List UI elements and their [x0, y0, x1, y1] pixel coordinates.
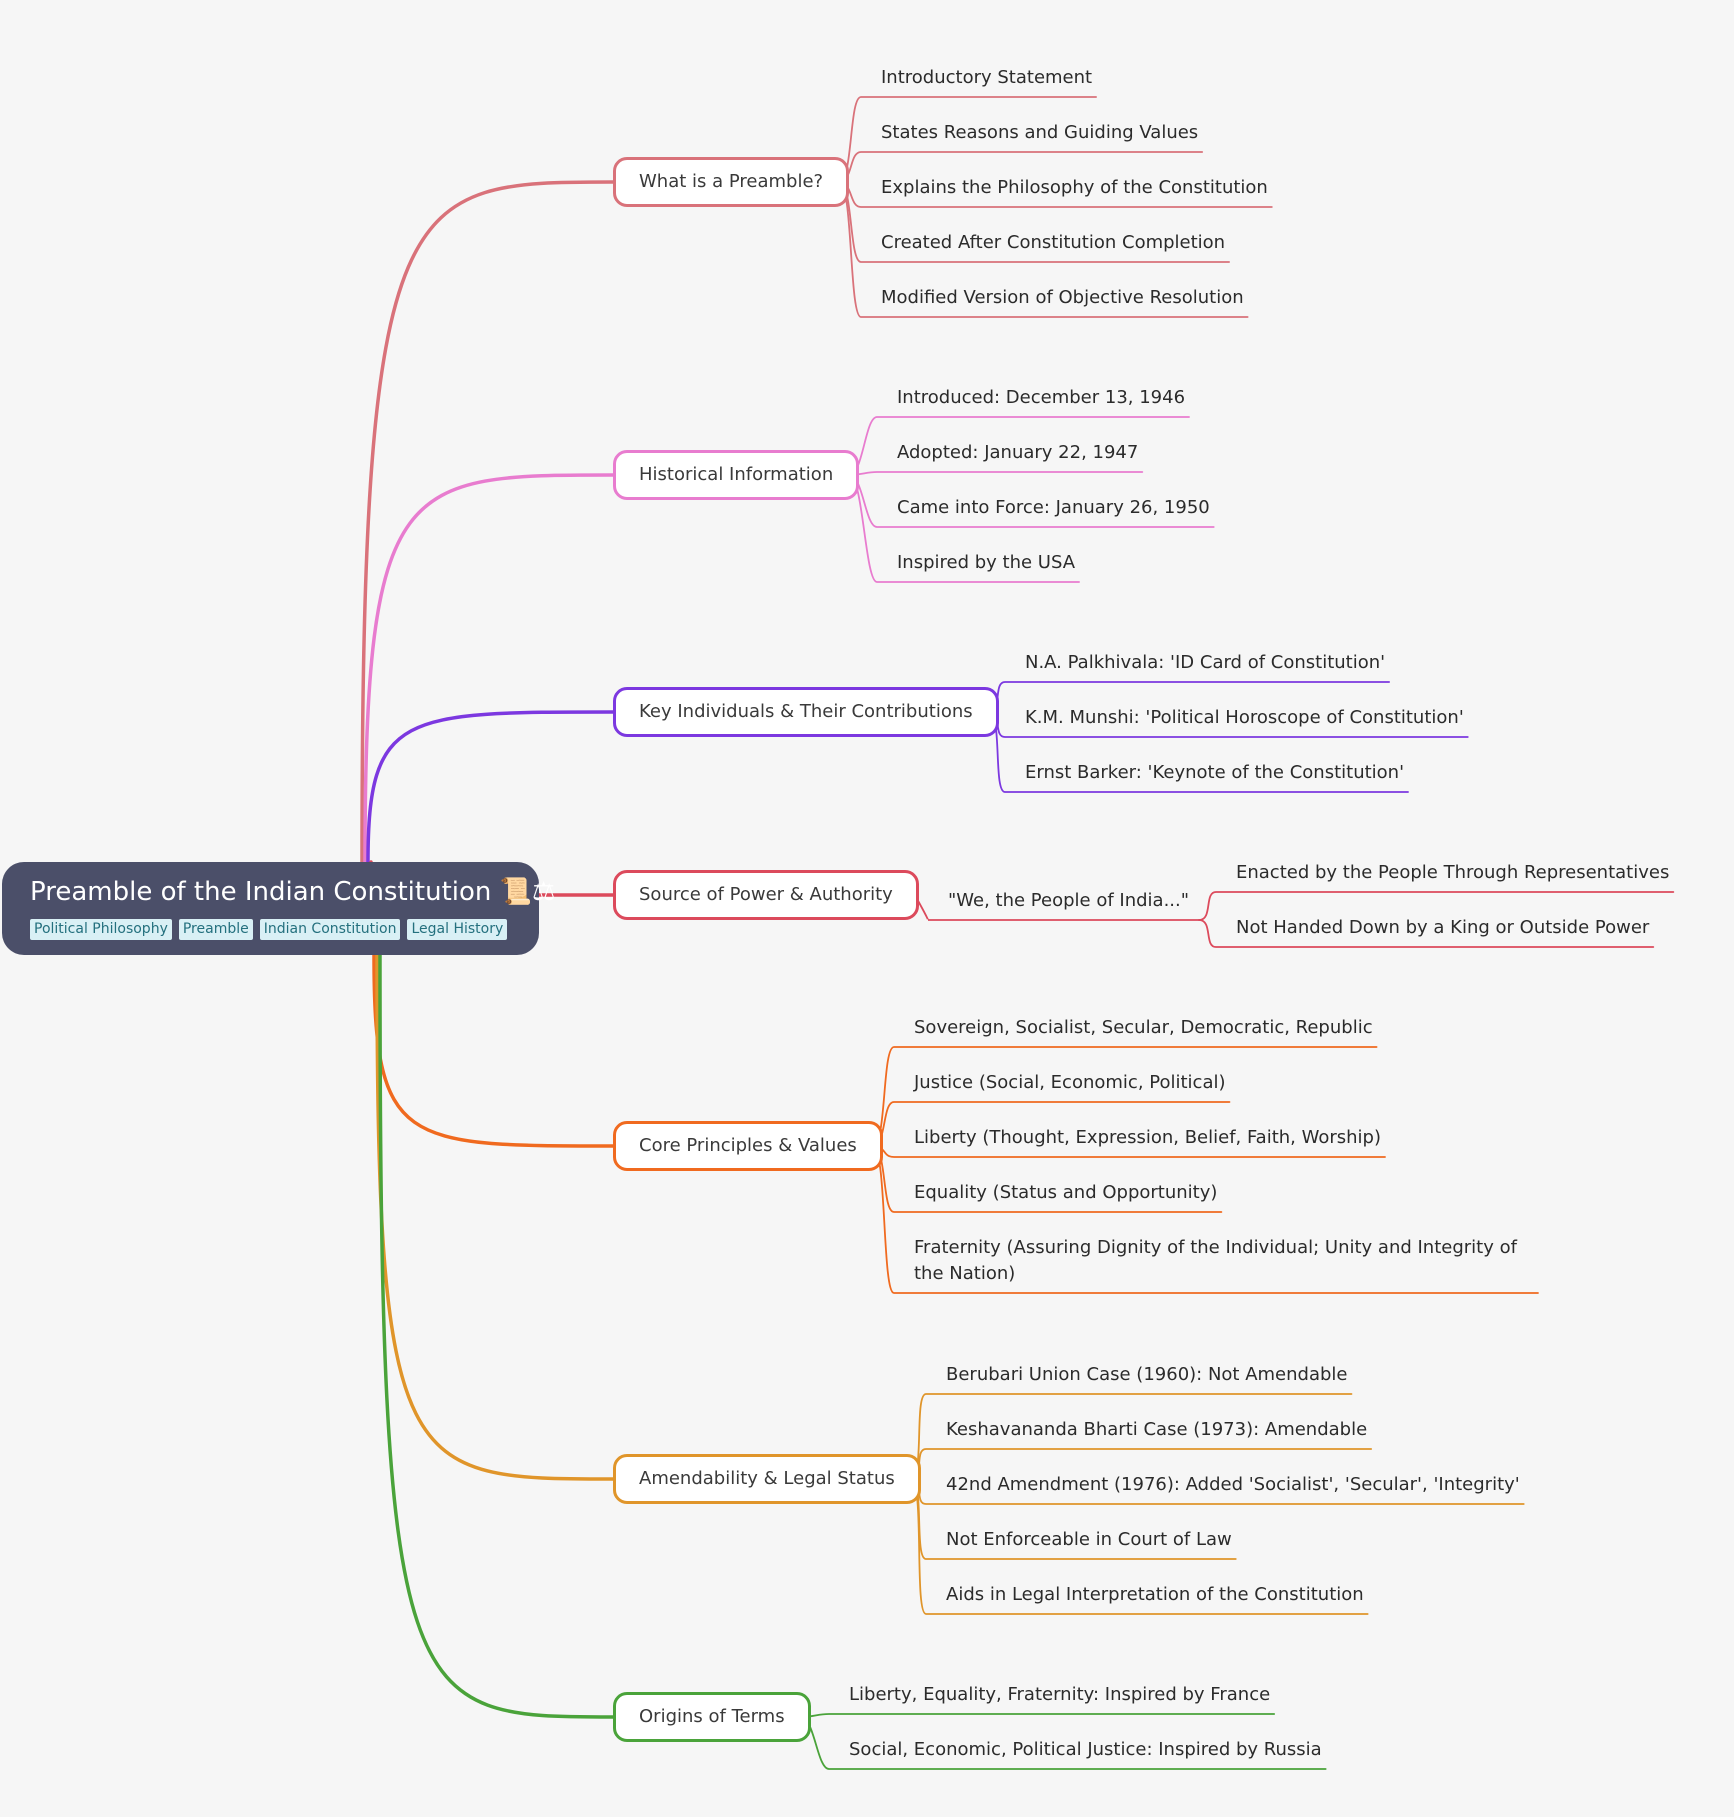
- leaf-palkhivala[interactable]: N.A. Palkhivala: 'ID Card of Constitutio…: [1025, 652, 1386, 673]
- leaf-inspired-by-russia[interactable]: Social, Economic, Political Justice: Ins…: [849, 1739, 1322, 1760]
- branch-amendability[interactable]: Amendability & Legal Status: [613, 1454, 921, 1504]
- branch-source-of-power[interactable]: Source of Power & Authority: [613, 870, 919, 920]
- tag-indian-constitution[interactable]: Indian Constitution: [259, 919, 401, 940]
- sub-we-the-people[interactable]: "We, the People of India...": [948, 890, 1190, 911]
- leaf-explains-philosophy[interactable]: Explains the Philosophy of the Constitut…: [881, 177, 1268, 198]
- leaf-liberty[interactable]: Liberty (Thought, Expression, Belief, Fa…: [914, 1127, 1382, 1148]
- root-link-2: [366, 710, 615, 864]
- leaf-munshi[interactable]: K.M. Munshi: 'Political Horoscope of Con…: [1025, 707, 1464, 728]
- root-link-0: [360, 180, 615, 864]
- leaf-link-3-0: [1198, 891, 1675, 921]
- leaf-link-3-1: [1198, 919, 1655, 948]
- leaf-introduced-date[interactable]: Introduced: December 13, 1946: [897, 387, 1186, 408]
- leaf-not-enforceable[interactable]: Not Enforceable in Court of Law: [946, 1529, 1232, 1550]
- root-node[interactable]: Preamble of the Indian Constitution 📜⚖ P…: [2, 862, 556, 955]
- leaf-justice[interactable]: Justice (Social, Economic, Political): [914, 1072, 1226, 1093]
- leaf-created-after-completion[interactable]: Created After Constitution Completion: [881, 232, 1226, 253]
- root-tags: Political Philosophy Preamble Indian Con…: [30, 919, 511, 940]
- leaf-modified-objective-resolution[interactable]: Modified Version of Objective Resolution: [881, 287, 1244, 308]
- tag-legal-history[interactable]: Legal History: [407, 919, 508, 940]
- branch-historical-information[interactable]: Historical Information: [613, 450, 860, 500]
- root-link-4: [372, 953, 615, 1148]
- leaf-introductory-statement[interactable]: Introductory Statement: [881, 67, 1093, 88]
- tag-preamble[interactable]: Preamble: [178, 919, 253, 940]
- leaf-42nd-amendment[interactable]: 42nd Amendment (1976): Added 'Socialist'…: [946, 1474, 1520, 1495]
- leaf-enacted-by-people[interactable]: Enacted by the People Through Representa…: [1236, 862, 1670, 883]
- branch-core-principles[interactable]: Core Principles & Values: [613, 1121, 883, 1171]
- leaf-aids-interpretation[interactable]: Aids in Legal Interpretation of the Cons…: [946, 1584, 1364, 1605]
- root-link-6: [378, 953, 615, 1719]
- leaf-link-1-1: [848, 471, 1144, 476]
- leaf-barker[interactable]: Ernst Barker: 'Keynote of the Constituti…: [1025, 762, 1405, 783]
- leaf-inspired-by-usa[interactable]: Inspired by the USA: [897, 552, 1076, 573]
- leaf-equality[interactable]: Equality (Status and Opportunity): [914, 1182, 1218, 1203]
- branch-origins-of-terms[interactable]: Origins of Terms: [613, 1692, 811, 1742]
- leaf-came-into-force[interactable]: Came into Force: January 26, 1950: [897, 497, 1210, 518]
- root-title: Preamble of the Indian Constitution 📜⚖: [30, 877, 556, 907]
- leaf-fraternity[interactable]: Fraternity (Assuring Dignity of the Indi…: [914, 1237, 1517, 1284]
- tag-political-philosophy[interactable]: Political Philosophy: [30, 919, 172, 940]
- branch-what-is-a-preamble[interactable]: What is a Preamble?: [613, 157, 850, 207]
- leaf-inspired-by-france[interactable]: Liberty, Equality, Fraternity: Inspired …: [849, 1684, 1271, 1705]
- leaf-sovereign-socialist[interactable]: Sovereign, Socialist, Secular, Democrati…: [914, 1017, 1373, 1038]
- leaf-link-6-0: [799, 1713, 1276, 1718]
- root-link-5: [375, 953, 615, 1481]
- leaf-keshavananda[interactable]: Keshavananda Bharti Case (1973): Amendab…: [946, 1419, 1368, 1440]
- leaf-adopted-date[interactable]: Adopted: January 22, 1947: [897, 442, 1139, 463]
- leaf-berubari[interactable]: Berubari Union Case (1960): Not Amendabl…: [946, 1364, 1348, 1385]
- branch-key-individuals[interactable]: Key Individuals & Their Contributions: [613, 687, 999, 737]
- leaf-states-reasons[interactable]: States Reasons and Guiding Values: [881, 122, 1199, 143]
- leaf-not-handed-down[interactable]: Not Handed Down by a King or Outside Pow…: [1236, 917, 1650, 938]
- root-link-1: [363, 473, 615, 864]
